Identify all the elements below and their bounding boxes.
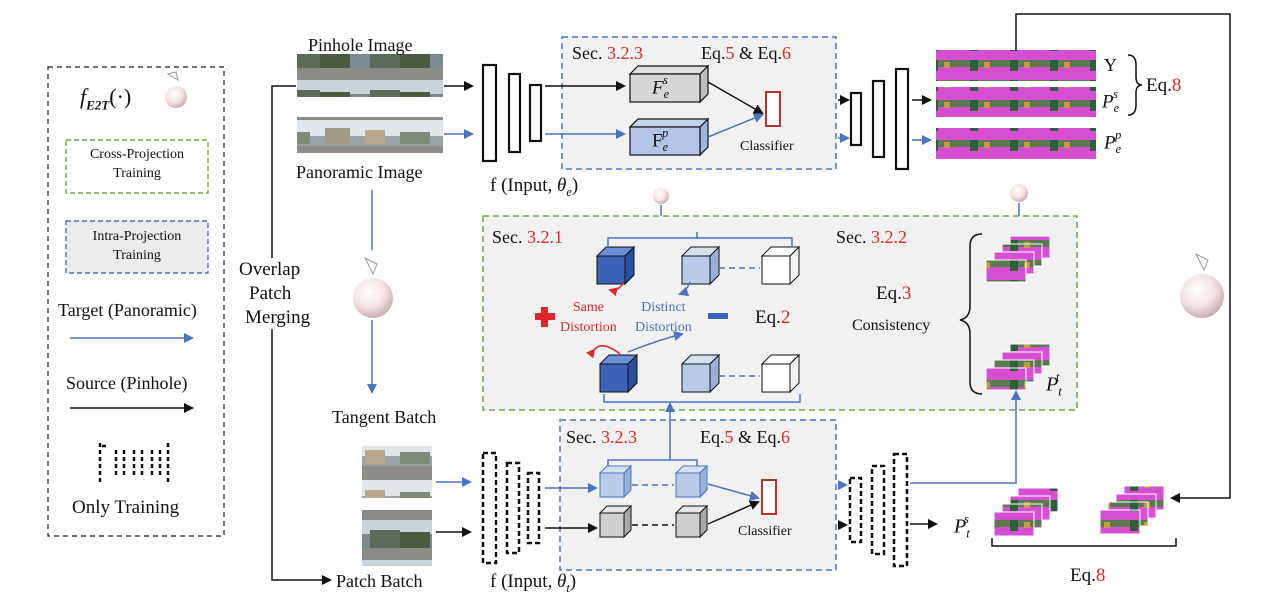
eq8-top-label: Eq.8 (1146, 75, 1182, 96)
cube-patch-1 (598, 504, 633, 539)
sec321-label: Sec. 3.2.1 (492, 227, 563, 247)
seg-map-pes (936, 87, 1096, 117)
top-encoder (481, 63, 543, 163)
legend-box (47, 66, 225, 537)
cube-patch-2 (674, 504, 709, 539)
right-loop-line (1015, 13, 1231, 503)
legend-source-label: Source (Pinhole) (66, 373, 188, 393)
classifier-bottom-label: Classifier (738, 524, 792, 539)
bottom-eq8-bracket (991, 538, 1177, 547)
patch-batch-label: Patch Batch (336, 571, 423, 591)
legend-intra-projection-box (65, 220, 209, 274)
classifier-bottom (761, 479, 777, 515)
top-decoder (849, 67, 910, 171)
cube-light-top (680, 245, 721, 286)
ball-icon-top-mid (653, 188, 669, 204)
legend-intra-projection-text: Intra-Projection Training (92, 229, 182, 263)
panoramic-image (297, 117, 443, 153)
fes-block (628, 64, 710, 104)
same-distortion-label: Same Distortion (560, 300, 617, 335)
bottom-eq-label: Eq.5 & Eq.6 (700, 427, 790, 447)
panoramic-image-label: Panoramic Image (296, 162, 423, 182)
label-stack (1099, 485, 1165, 535)
legend-only-training-label: Only Training (72, 497, 180, 518)
minus-icon (708, 313, 728, 319)
seg-map-pep (936, 128, 1096, 159)
distinct-distortion-label: Distinct Distortion (635, 300, 692, 335)
ball-icon-top-right (1010, 184, 1028, 202)
classifier-top (765, 91, 781, 127)
top-sec-label: Sec. 3.2.3 (572, 43, 643, 63)
classifier-top-label: Classifier (740, 139, 794, 154)
overlap-merge-line (271, 85, 332, 585)
pts-stack (993, 487, 1059, 537)
top-encoder-label: f (Input, θe) (490, 175, 579, 199)
legend-cross-projection-box (65, 139, 209, 194)
bottom-sec-label: Sec. 3.2.3 (566, 427, 637, 447)
eq8-brace (1127, 54, 1143, 116)
bottom-decoder (848, 452, 909, 568)
legend-only-training-icon (98, 443, 170, 483)
seg-map-y (936, 50, 1096, 81)
pinhole-image (297, 54, 443, 97)
overlap-patch-merging-label: Overlap Patch Merging (238, 258, 312, 330)
tangent-batch-image (362, 446, 432, 498)
cube-tangent-2 (674, 464, 709, 499)
ball-icon-right (1180, 252, 1224, 318)
bottom-encoder (481, 451, 541, 565)
legend-function-label: fE2T(·) (80, 84, 132, 113)
plus-icon (535, 307, 555, 327)
pts-label: Pts (954, 511, 970, 541)
ball-icon-left (353, 256, 393, 318)
eq3-label: Eq.3 (876, 283, 912, 304)
consistency-brace (959, 233, 983, 395)
cube-white-bottom (760, 353, 801, 394)
fep-block (628, 117, 710, 157)
top-eq-label: Eq.5 & Eq.6 (701, 43, 791, 63)
bottom-encoder-label: f (Input, θt) (490, 571, 577, 595)
cube-light-bottom (680, 353, 721, 394)
patch-batch-image (362, 510, 432, 566)
cube-dark-top (595, 245, 636, 286)
fep-label: Fep (652, 126, 669, 155)
legend-target-label: Target (Panoramic) (58, 300, 197, 320)
fes-label: Fes (652, 73, 670, 102)
ptt-stack-bottom (985, 343, 1051, 391)
cube-dark-bottom (598, 353, 639, 394)
tangent-batch-label: Tangent Batch (332, 407, 437, 427)
pep-label: Pep (1104, 128, 1122, 157)
pinhole-image-label: Pinhole Image (308, 35, 413, 55)
cube-white-top (760, 245, 801, 286)
eq8-bottom-label: Eq.8 (1070, 565, 1106, 586)
pes-label: Pes (1102, 87, 1120, 116)
eq2-label: Eq.2 (755, 307, 791, 328)
consistency-label: Consistency (852, 317, 931, 334)
sec322-label: Sec. 3.2.2 (836, 227, 907, 247)
ptt-label: Ptt (1046, 369, 1062, 399)
legend-ball-icon (165, 71, 187, 108)
y-label: Y (1104, 55, 1117, 75)
ptt-stack-top (985, 235, 1051, 283)
legend-cross-projection-text: Cross-Projection Training (89, 147, 185, 181)
cube-tangent-1 (598, 464, 633, 499)
